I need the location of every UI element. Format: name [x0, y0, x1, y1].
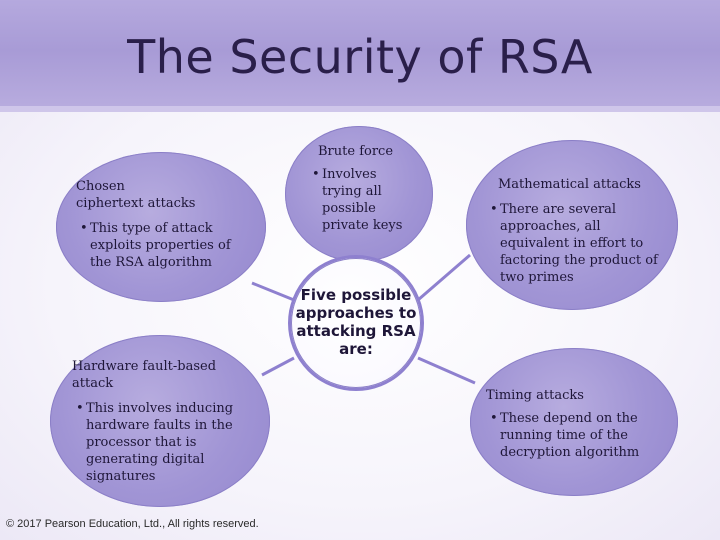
node-hardware-fault-text: Hardware fault-based attack This involve…: [72, 358, 242, 485]
node-bullet: This type of attack exploits properties …: [76, 220, 234, 271]
node-title: Mathematical attacks: [498, 177, 641, 192]
node-title: Timing attacks: [486, 388, 584, 403]
connector-mathematical: [417, 253, 471, 302]
node-timing-attacks-text: Timing attacks These depend on the runni…: [486, 387, 654, 461]
node-bullet: These depend on the running time of the …: [486, 410, 654, 461]
center-label: Five possible approaches to attacking RS…: [295, 286, 417, 358]
node-bullet: This involves inducing hardware faults i…: [72, 400, 242, 485]
node-brute-force-text: Brute force Involves trying all possible…: [308, 143, 418, 234]
node-mathematical-attacks-text: Mathematical attacks There are several a…: [486, 176, 658, 286]
node-bullet: Involves trying all possible private key…: [308, 166, 418, 234]
center-node: [288, 255, 424, 391]
node-chosen-ciphertext-text: Chosen ciphertext attacks This type of a…: [76, 178, 234, 271]
node-title: Hardware fault-based attack: [72, 359, 217, 391]
node-title: Brute force: [318, 144, 394, 159]
node-title: Chosen ciphertext attacks: [76, 179, 196, 211]
connector-hardware-fault: [261, 356, 295, 377]
node-bullet: There are several approaches, all equiva…: [486, 201, 658, 286]
title-banner: [0, 0, 720, 112]
copyright-footer: © 2017 Pearson Education, Ltd., All righ…: [6, 518, 259, 530]
connector-timing: [417, 356, 476, 385]
connector-chosen-ciphertext: [251, 281, 295, 302]
slide-title: The Security of RSA: [127, 30, 593, 84]
